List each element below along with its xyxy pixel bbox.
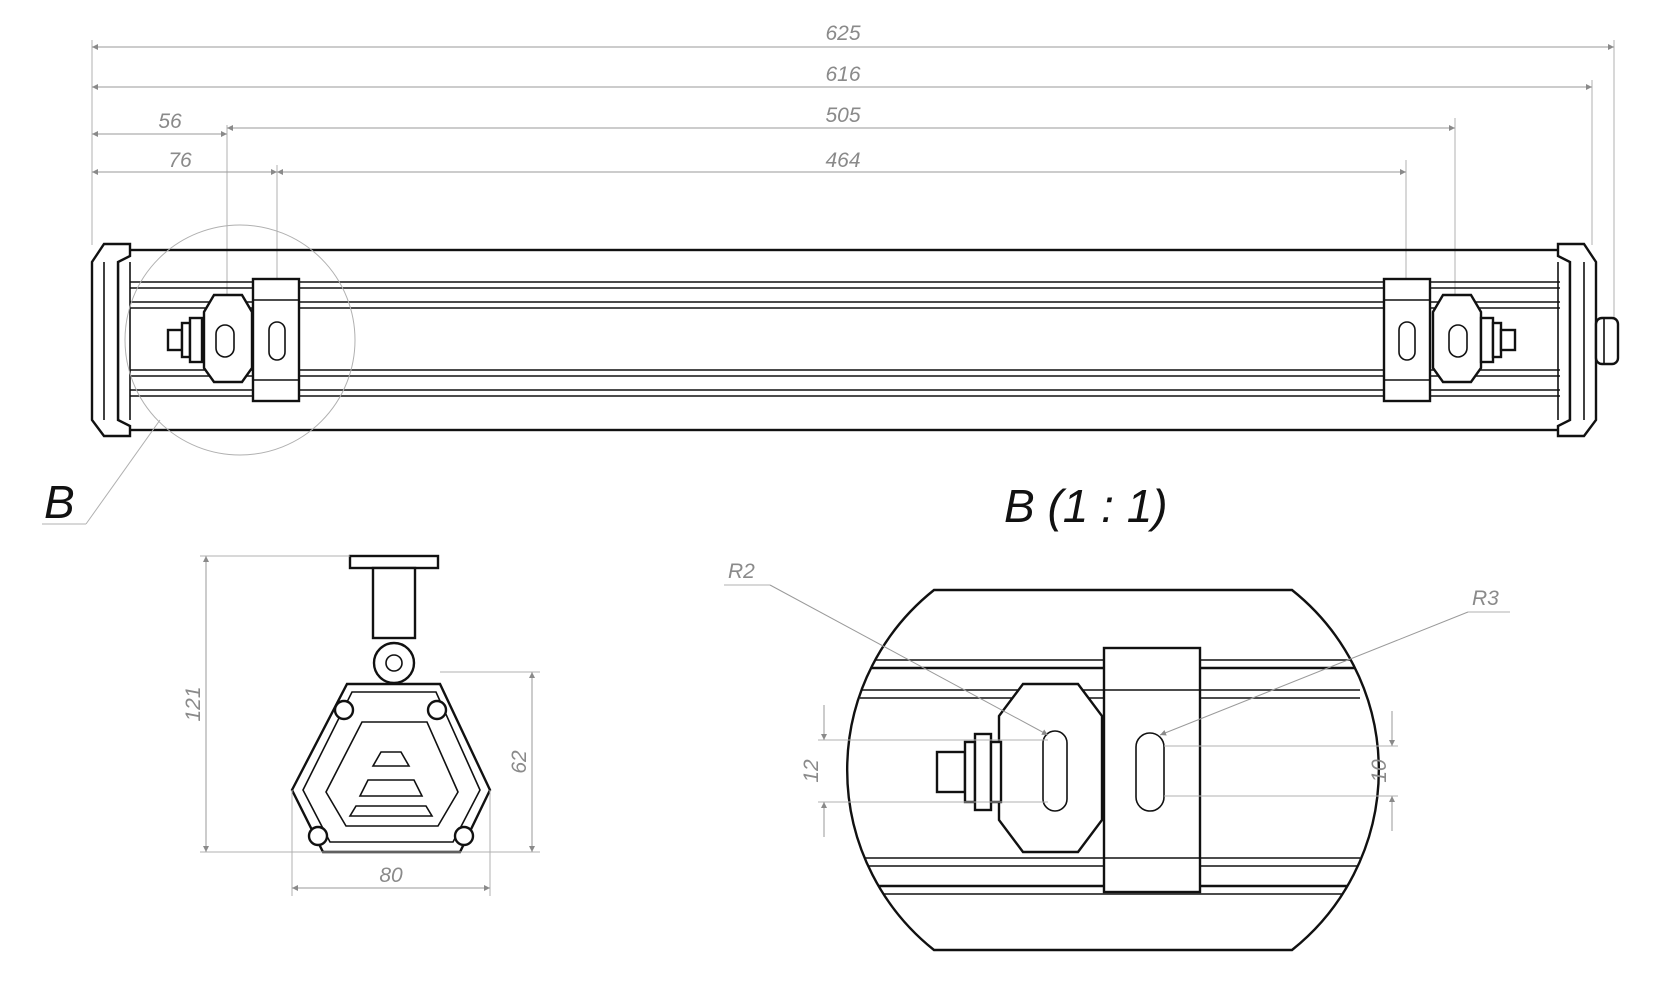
dim-616-label: 616 [825,63,860,86]
top-dimension-lines: 625 616 56 505 76 464 [91,22,1615,318]
dim-12-label: 12 [800,759,823,783]
detail-title: B (1 : 1) [1004,480,1168,532]
dim-464-label: 464 [825,149,860,172]
detail-view-b: R2 R3 12 10 [724,560,1510,952]
dim-625-label: 625 [825,22,860,45]
dim-62-label: 62 [508,750,531,774]
dim-80-label: 80 [379,864,403,887]
r2-label: R2 [728,560,755,583]
luminaire-top-view [90,224,1620,456]
dim-10-label: 10 [1368,759,1391,783]
dim-76-label: 76 [168,149,192,172]
detail-circle-b [124,224,356,456]
detail-marker-b: B [42,419,161,528]
end-view: 121 62 80 [182,554,540,896]
dim-121-label: 121 [182,686,205,721]
dim-505-label: 505 [825,104,860,127]
detail-marker-label: B [44,476,75,528]
r3-label: R3 [1472,587,1499,610]
dim-56-label: 56 [158,110,182,133]
